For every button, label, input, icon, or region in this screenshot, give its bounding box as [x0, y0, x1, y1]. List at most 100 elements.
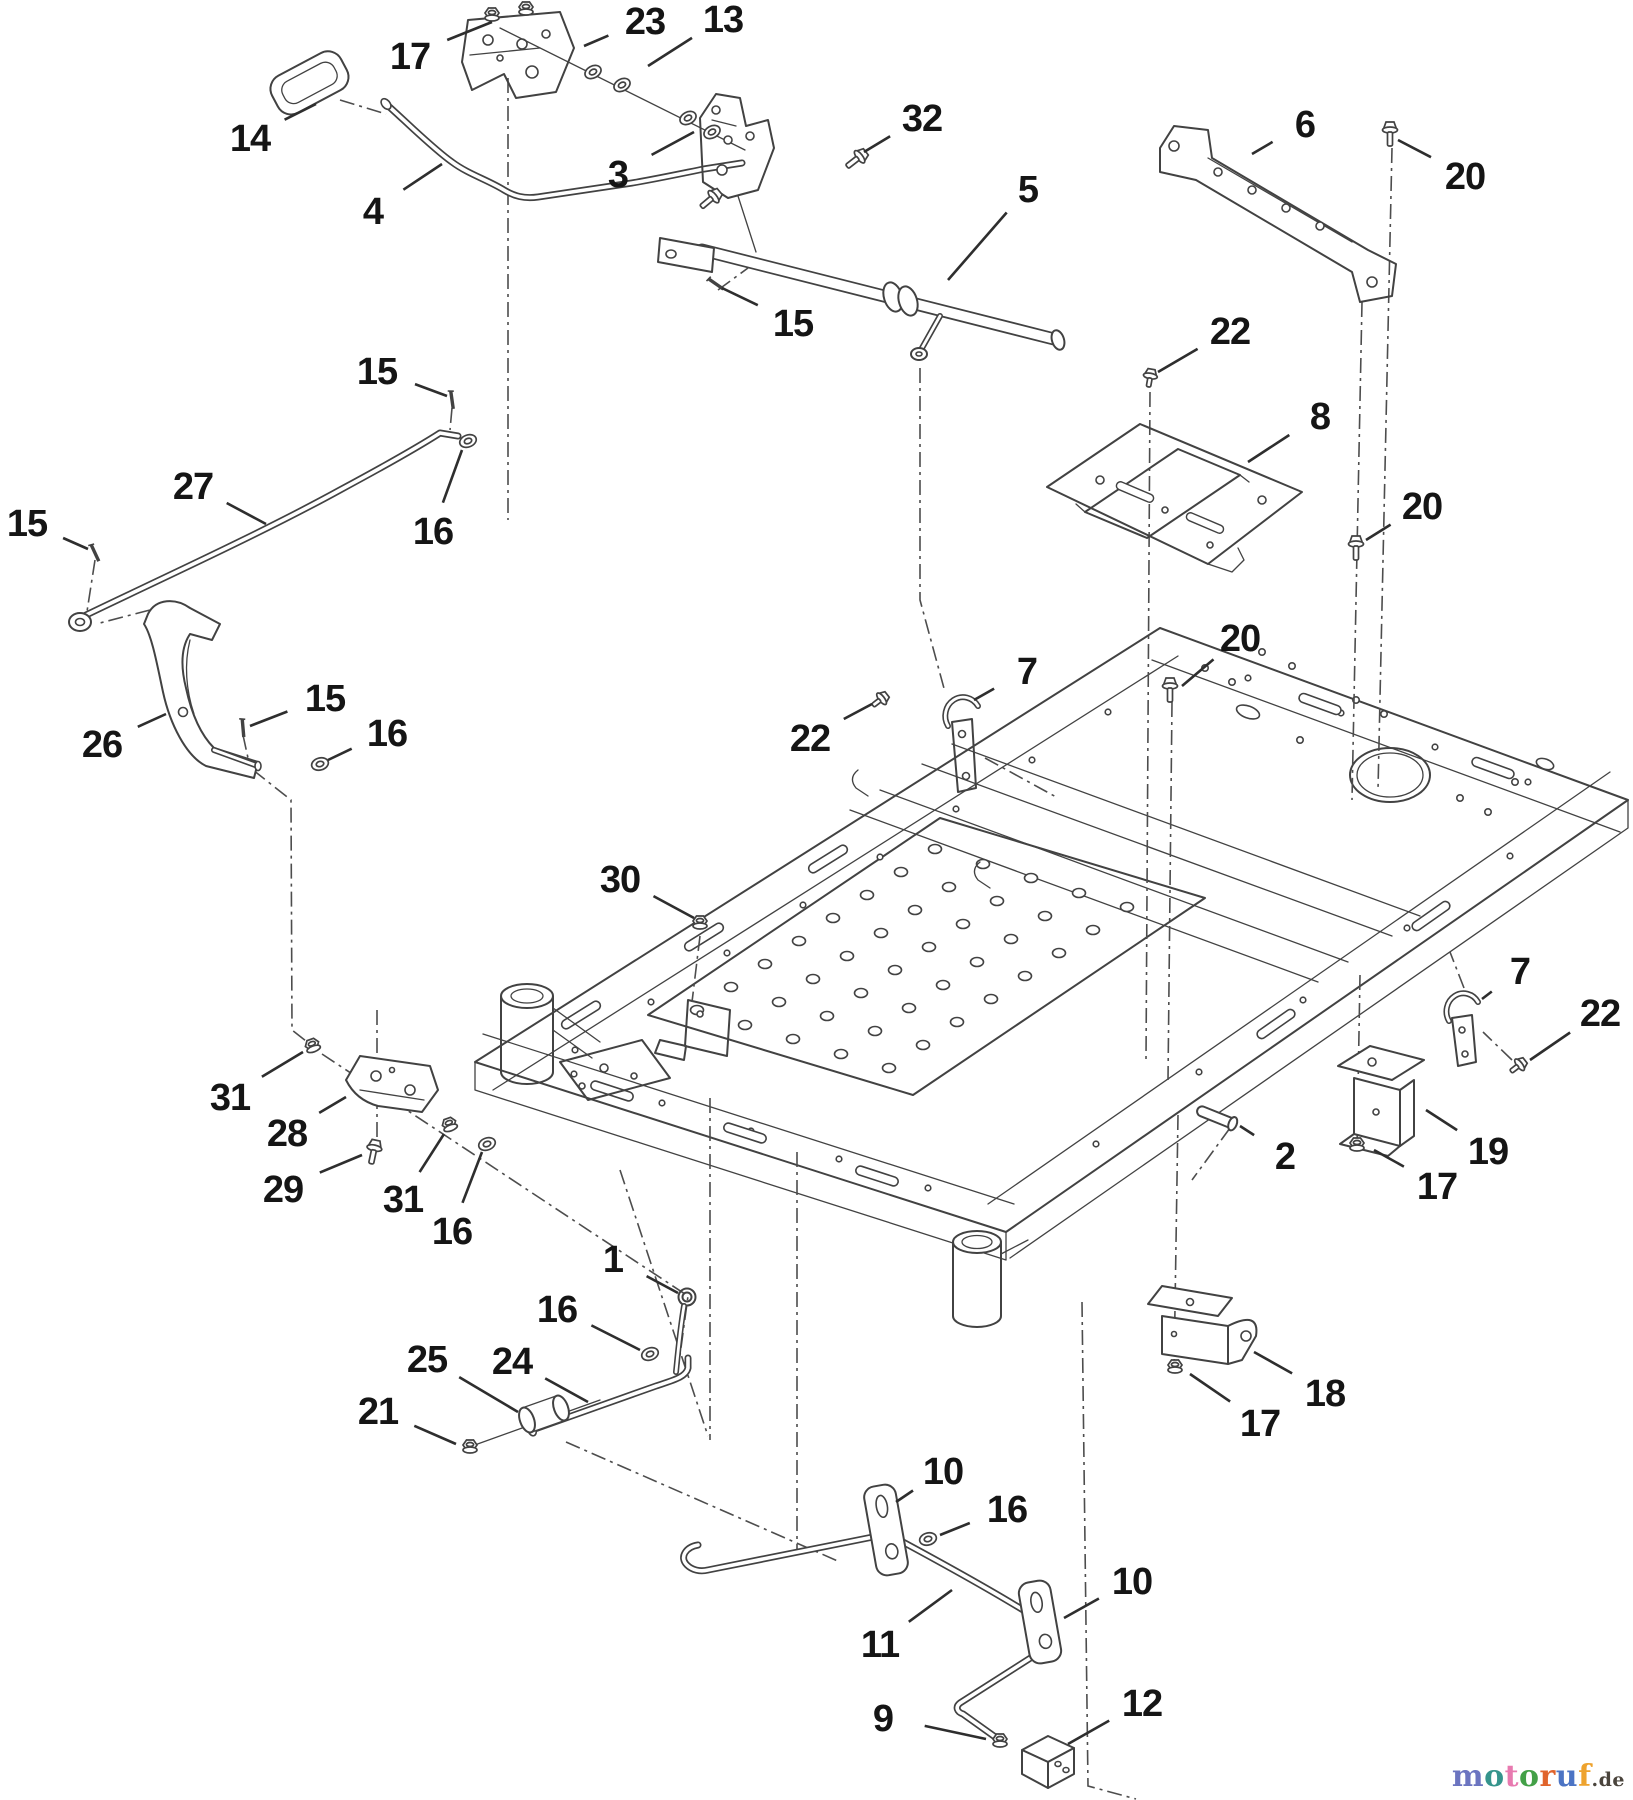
callout-8: 8: [1247, 396, 1331, 464]
part-11-stabilizer-rod: [680, 1530, 1058, 1743]
callout-6: 6: [1251, 104, 1316, 156]
part-16-washer: [917, 1530, 939, 1548]
part-number-label: 17: [1240, 1403, 1280, 1445]
leader-line: [924, 1724, 987, 1741]
leader-line: [441, 449, 464, 504]
callout-22: 22: [1529, 993, 1621, 1062]
main-frame-weldment: [474, 627, 1629, 1328]
part-number-label: 9: [873, 1698, 893, 1740]
part-9-nut: [992, 1733, 1008, 1748]
leader-line: [249, 710, 288, 728]
part-number-label: 4: [363, 191, 384, 233]
callout-17: 17: [1189, 1372, 1281, 1445]
leader-line: [1365, 523, 1392, 542]
deck-holes: [1201, 647, 1555, 816]
part-number-label: 31: [210, 1077, 251, 1119]
part-12-switch: [1021, 1735, 1075, 1789]
callout-22: 22: [1157, 311, 1251, 374]
callout-16: 16: [939, 1489, 1028, 1537]
callout-24: 24: [492, 1341, 589, 1404]
leader-line: [62, 536, 89, 551]
part-number-label: 6: [1295, 104, 1315, 146]
leader-line: [1247, 433, 1291, 464]
part-23-bracket: [461, 11, 575, 99]
part-number-label: 32: [902, 98, 942, 140]
part-20-bolt: [1381, 121, 1399, 147]
leader-line: [402, 162, 443, 191]
part-31-nut: [302, 1036, 323, 1055]
watermark-letter: r: [1539, 1759, 1556, 1794]
callout-17: 17: [390, 20, 493, 78]
frame-front-rail-inner: [482, 1033, 1015, 1205]
leader-line: [947, 211, 1008, 281]
part-number-label: 5: [1018, 169, 1039, 211]
part-20-bolt: [1347, 535, 1365, 561]
callout-16: 16: [537, 1289, 641, 1352]
callout-3: 3: [608, 130, 695, 196]
callout-31: 31: [383, 1133, 446, 1221]
part-14-grip: [269, 50, 350, 116]
callout-28: 28: [267, 1095, 347, 1155]
leader-line: [1529, 1031, 1571, 1062]
engine-mount-hole: [1349, 747, 1431, 803]
leader-line: [1425, 1108, 1458, 1132]
callout-15: 15: [721, 286, 815, 345]
callout-30: 30: [600, 859, 695, 920]
part-20-bolt: [1161, 677, 1179, 703]
part-number-label: 20: [1402, 486, 1442, 528]
part-22-screw: [1140, 367, 1160, 389]
part-number-label: 10: [923, 1451, 963, 1493]
callout-16: 16: [413, 449, 464, 553]
leader-line: [645, 1274, 679, 1295]
callout-17: 17: [1373, 1148, 1458, 1208]
watermark-letter: t: [1504, 1759, 1519, 1794]
part-30-nut: [692, 915, 708, 930]
frame-tab-bracket: [654, 999, 731, 1061]
part-22-screw: [867, 688, 893, 712]
part-25-spacer: [518, 1394, 570, 1434]
callout-15: 15: [249, 678, 347, 728]
part-number-label: 28: [267, 1113, 307, 1155]
part-number-label: 17: [1417, 1166, 1457, 1208]
leader-line: [226, 501, 267, 526]
part-number-label: 16: [432, 1211, 472, 1253]
watermark-letter: u: [1555, 1759, 1579, 1794]
callout-1: 1: [603, 1239, 679, 1295]
footrest-plate: [647, 817, 1206, 1096]
callout-10: 10: [1063, 1561, 1153, 1620]
callout-16: 16: [327, 713, 408, 762]
leader-line: [939, 1521, 971, 1537]
watermark-letter: m: [1451, 1759, 1485, 1794]
callout-11: 11: [861, 1588, 953, 1666]
watermark-suffix: .de: [1591, 1769, 1625, 1791]
part-number-label: 14: [230, 118, 271, 160]
part-number-label: 29: [263, 1169, 303, 1211]
callout-32: 32: [863, 98, 943, 154]
part-17-nut: [1167, 1359, 1183, 1374]
part-15-pin: [446, 388, 458, 412]
part-2-clevis-pin: [1196, 1105, 1239, 1132]
part-number-label: 15: [7, 503, 48, 545]
part-6-support-bracket: [1159, 125, 1397, 303]
part-16-washer: [476, 1134, 498, 1154]
part-number-label: 16: [537, 1289, 577, 1331]
leader-line: [461, 1151, 484, 1204]
part-number-label: 15: [357, 351, 398, 393]
leader-line: [1157, 347, 1199, 374]
part-13-washer: [610, 74, 634, 96]
part-19-channel-bracket: [1337, 1045, 1425, 1157]
callout-18: 18: [1253, 1350, 1346, 1415]
callout-31: 31: [210, 1050, 304, 1119]
leader-line: [261, 1050, 304, 1078]
part-number-label: 18: [1305, 1373, 1345, 1415]
footrest-hole-grid: [689, 843, 1135, 1074]
part-number-label: 12: [1122, 1683, 1162, 1725]
part-number-label: 16: [987, 1489, 1027, 1531]
watermark-logo: motoruf.de: [1452, 1762, 1625, 1792]
callout-15: 15: [357, 351, 448, 398]
frame-outline: [474, 627, 1629, 1233]
callout-27: 27: [173, 466, 267, 526]
callout-26: 26: [82, 712, 167, 766]
small-bolt: [695, 184, 726, 214]
part-8-mount-plate: [1046, 423, 1303, 573]
